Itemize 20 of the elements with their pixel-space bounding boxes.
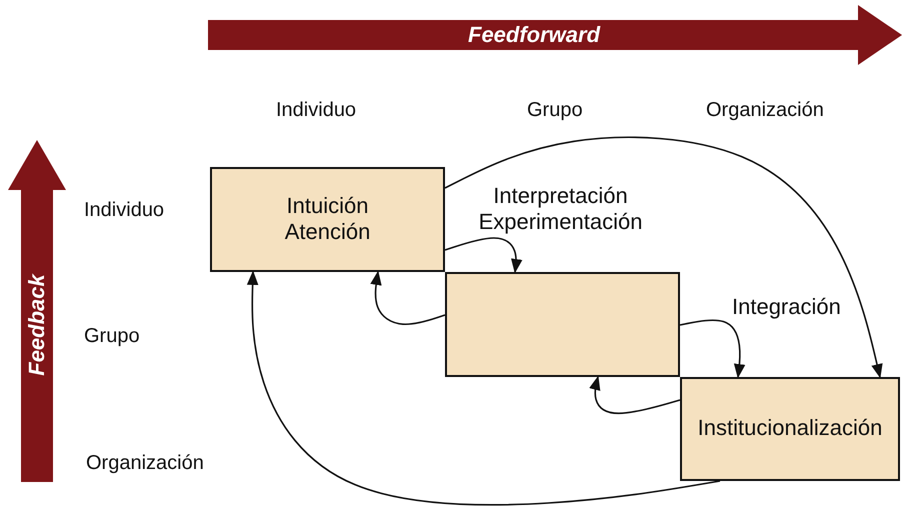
stage-label: Institucionalización — [696, 415, 884, 441]
column-header: Grupo — [527, 99, 583, 122]
column-header: Individuo — [276, 99, 356, 122]
stage-box — [210, 167, 445, 272]
row-header: Individuo — [84, 199, 164, 222]
arrow — [680, 319, 746, 378]
arrow-label: Feedback — [24, 274, 50, 376]
arrow-label: Feedforward — [468, 22, 600, 48]
arrow — [444, 237, 522, 274]
stage-label: Intuición — [286, 193, 370, 219]
stage-box — [680, 377, 900, 481]
arrow — [246, 270, 720, 506]
stage-label: Atención — [284, 219, 372, 245]
stage-box — [445, 272, 680, 377]
arrow — [589, 376, 680, 414]
column-header: Organización — [706, 99, 824, 122]
arrow — [370, 270, 446, 326]
arrow — [444, 136, 883, 378]
row-header: Organización — [86, 452, 204, 475]
row-header: Grupo — [84, 325, 140, 348]
